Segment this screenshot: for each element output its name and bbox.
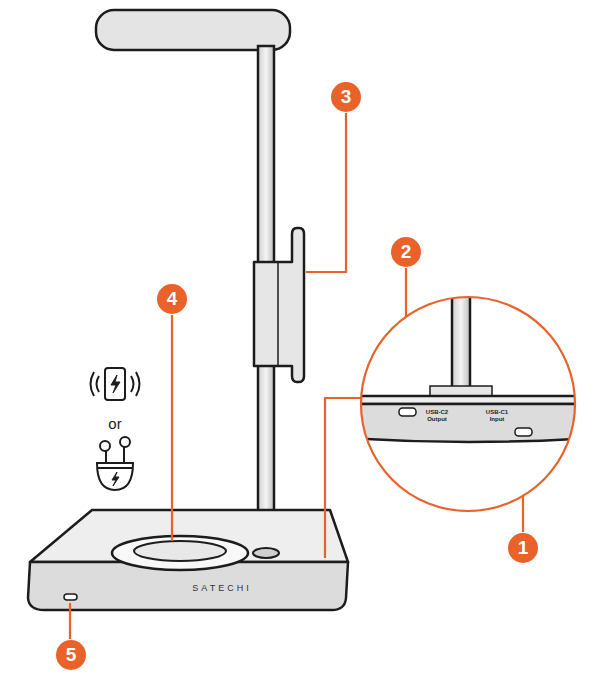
port-label: USB-C2 Output: [422, 409, 452, 422]
usb-port: [515, 428, 532, 436]
callout-number: 5: [56, 640, 86, 670]
hanger-bar: [96, 10, 290, 50]
port-label: USB-C1 Input: [482, 409, 512, 422]
leader-line: [325, 398, 361, 558]
clip-edge: [277, 262, 279, 366]
phone-icon: [91, 368, 140, 400]
callout-number: 4: [157, 284, 187, 314]
pole-foot: [253, 548, 279, 558]
charging-coil: [134, 541, 226, 561]
cable-clip: [254, 228, 304, 382]
pole-foot: [430, 386, 492, 396]
charging-pad: [112, 536, 248, 570]
brand-name: SATECHI: [192, 583, 251, 593]
inset-detail: [350, 290, 590, 442]
callout-number: 3: [331, 82, 361, 112]
callout-number: 1: [508, 533, 538, 563]
usb-port: [399, 408, 416, 416]
leader-lines: [70, 113, 523, 639]
pole: [452, 290, 470, 396]
icon-separator: or: [106, 415, 123, 432]
inset-ring: [361, 297, 575, 511]
leader-line: [69, 603, 71, 639]
earbuds-icon: [97, 437, 133, 490]
front-usb-port: [64, 594, 77, 600]
callout-number: 2: [391, 237, 421, 267]
base-back: [350, 404, 590, 442]
leader-line: [306, 113, 346, 272]
leader-line: [171, 315, 173, 541]
